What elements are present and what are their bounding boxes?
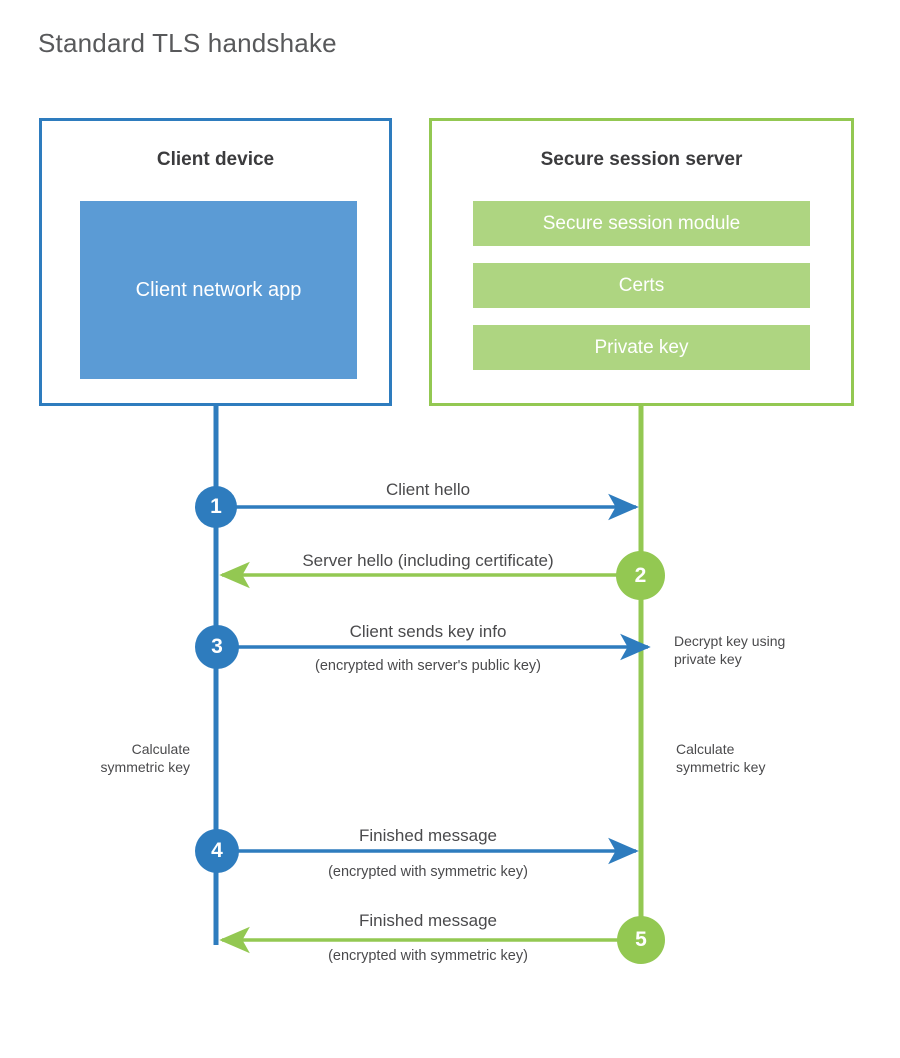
arrow-label-step-3: Client sends key info: [349, 622, 507, 641]
server-component-private-key: Private key: [473, 325, 810, 370]
secure-session-server-panel: Secure session server Secure session mod…: [429, 118, 854, 406]
page-title: Standard TLS handshake: [38, 28, 337, 58]
arrow-label-step-5: Finished message: [359, 911, 497, 930]
server-component-secure-session-module: Secure session module: [473, 201, 810, 246]
note-server-decrypt-key: Decrypt key using private key: [674, 633, 786, 668]
secure-session-server-title: Secure session server: [540, 149, 743, 170]
server-component-certs: Certs: [473, 263, 810, 308]
arrow-label-step-2: Server hello (including certificate): [302, 551, 554, 570]
arrow-sublabel-step-4: (encrypted with symmetric key): [328, 864, 528, 880]
client-device-title: Client device: [156, 149, 275, 170]
step-marker-1[interactable]: 1: [195, 486, 237, 528]
step-marker-2[interactable]: 2: [616, 551, 665, 600]
arrow-label-step-1: Client hello: [385, 480, 471, 499]
step-marker-4[interactable]: 4: [195, 829, 239, 873]
client-network-app-box: Client network app: [80, 201, 357, 379]
note-server-calculate-symmetric-key: Calculate symmetric key: [676, 741, 766, 776]
client-device-panel: Client device Client network app: [39, 118, 392, 406]
arrow-sublabel-step-3: (encrypted with server's public key): [315, 658, 541, 674]
step-marker-3[interactable]: 3: [195, 625, 239, 669]
arrow-label-step-4: Finished message: [359, 826, 497, 845]
note-client-calculate-symmetric-key: Calculate symmetric key: [100, 741, 190, 776]
arrow-sublabel-step-5: (encrypted with symmetric key): [328, 948, 528, 964]
step-marker-5[interactable]: 5: [617, 916, 665, 964]
